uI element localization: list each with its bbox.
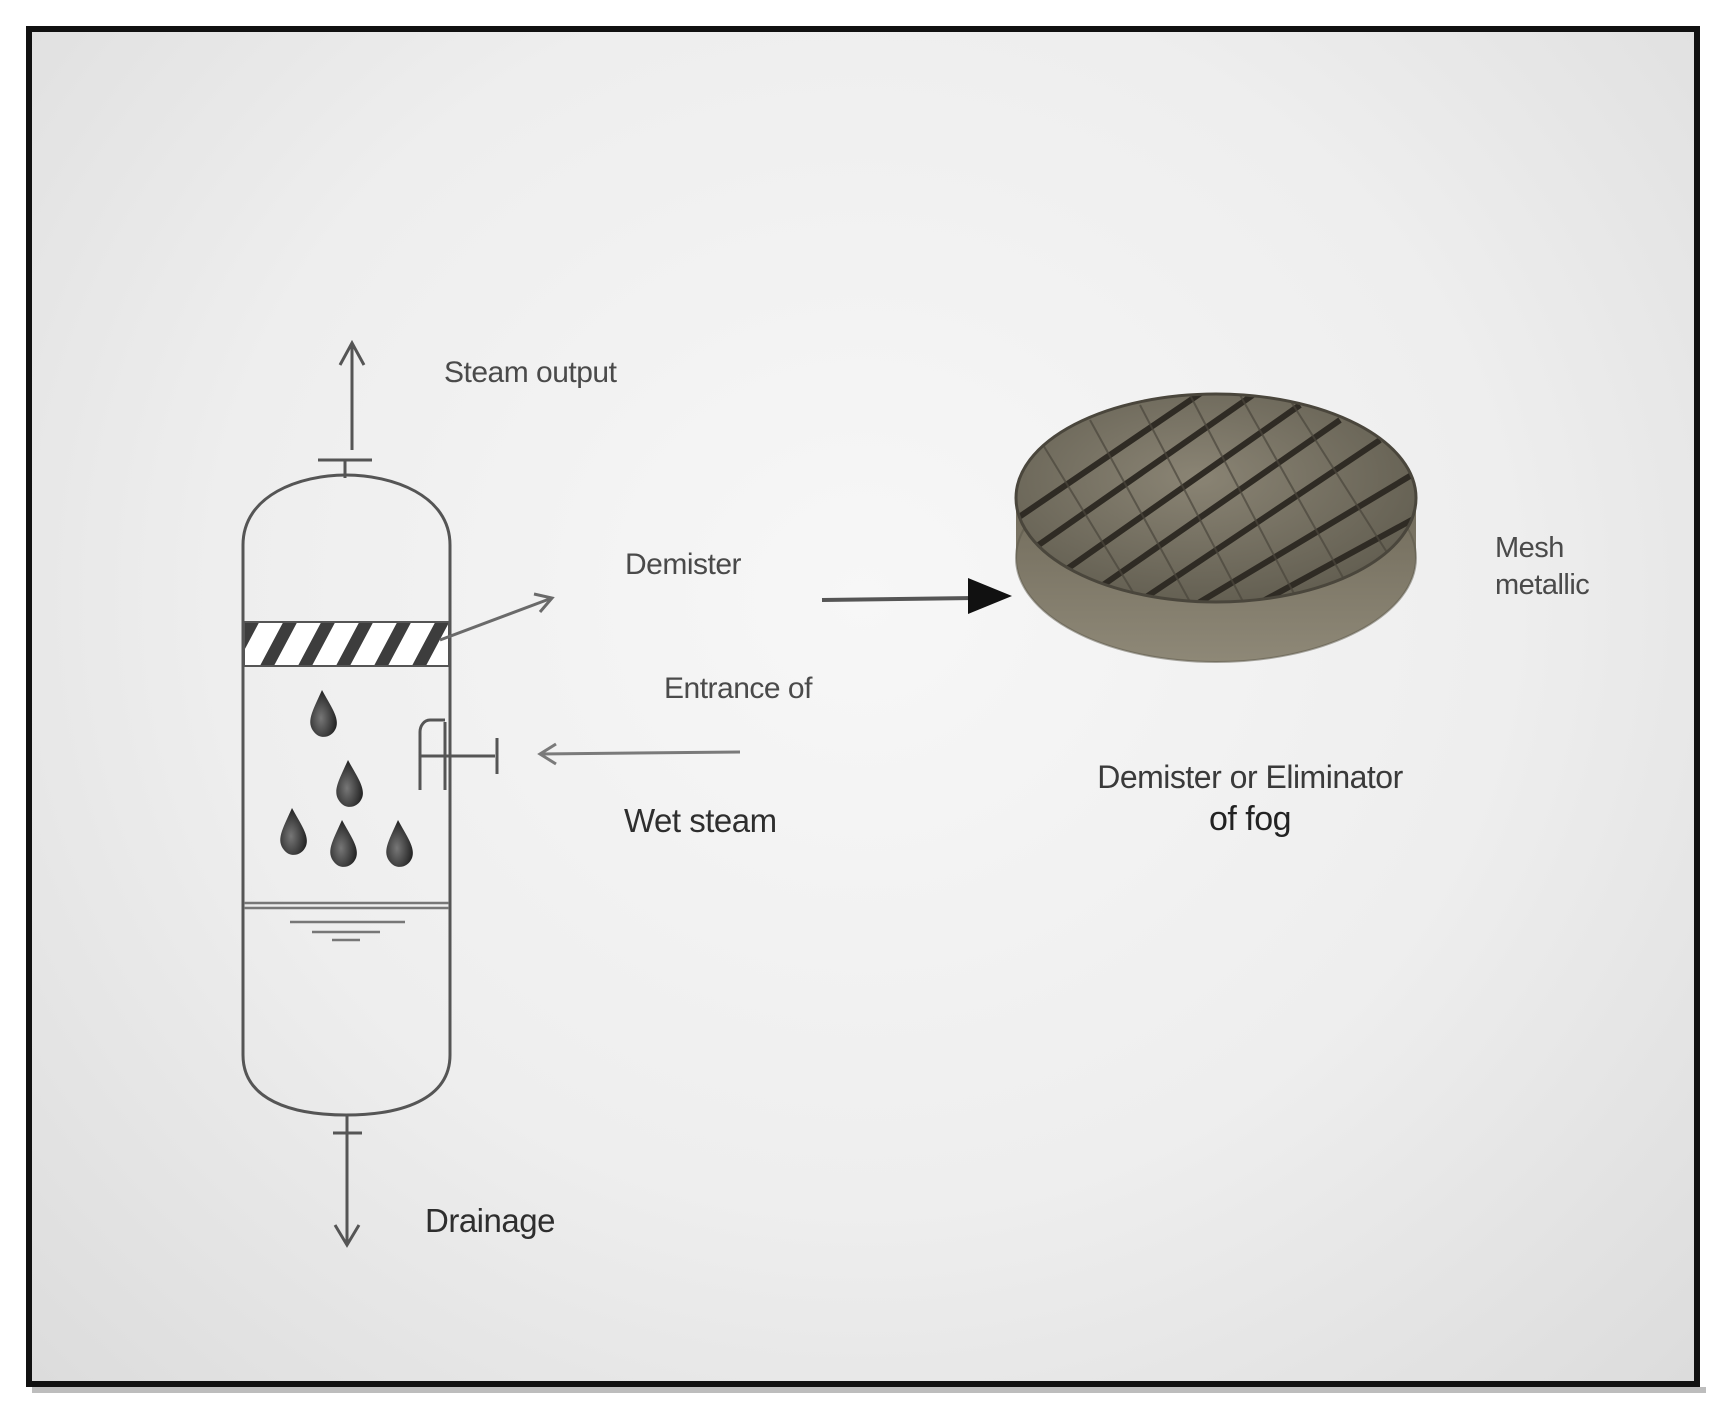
mesh-label-line2: metallic	[1495, 569, 1590, 601]
separator-vessel	[241, 473, 452, 1117]
demister-pad	[1014, 392, 1418, 663]
arrow-right-icon	[821, 578, 1012, 614]
liquid-level	[244, 901, 449, 942]
caption-line2: of fog	[1208, 800, 1292, 838]
frame-shadow	[32, 1387, 1706, 1393]
wet-steam-inlet	[418, 718, 499, 790]
steam-output-arrow	[338, 339, 366, 450]
wet-steam-arrow	[537, 742, 741, 766]
drainage-arrow	[333, 1115, 362, 1248]
demister-caption: Demister or Eliminator of fog	[1060, 756, 1440, 840]
demister-pointer-arrow	[439, 592, 555, 642]
demister-label: Demister	[625, 548, 742, 581]
entrance-of-label: Entrance of	[664, 672, 812, 705]
vessel-demister-band	[243, 621, 450, 667]
mesh-metallic-label: Mesh metallic	[1495, 530, 1590, 604]
wet-steam-label: Wet steam	[624, 802, 777, 839]
mesh-label-line1: Mesh	[1495, 532, 1564, 564]
figure-frame	[26, 26, 1700, 1387]
caption-line1: Demister or Eliminator	[1097, 759, 1403, 795]
water-drop-icon	[280, 690, 413, 867]
drainage-label: Drainage	[425, 1202, 555, 1239]
steam-output-label: Steam output	[444, 356, 617, 389]
